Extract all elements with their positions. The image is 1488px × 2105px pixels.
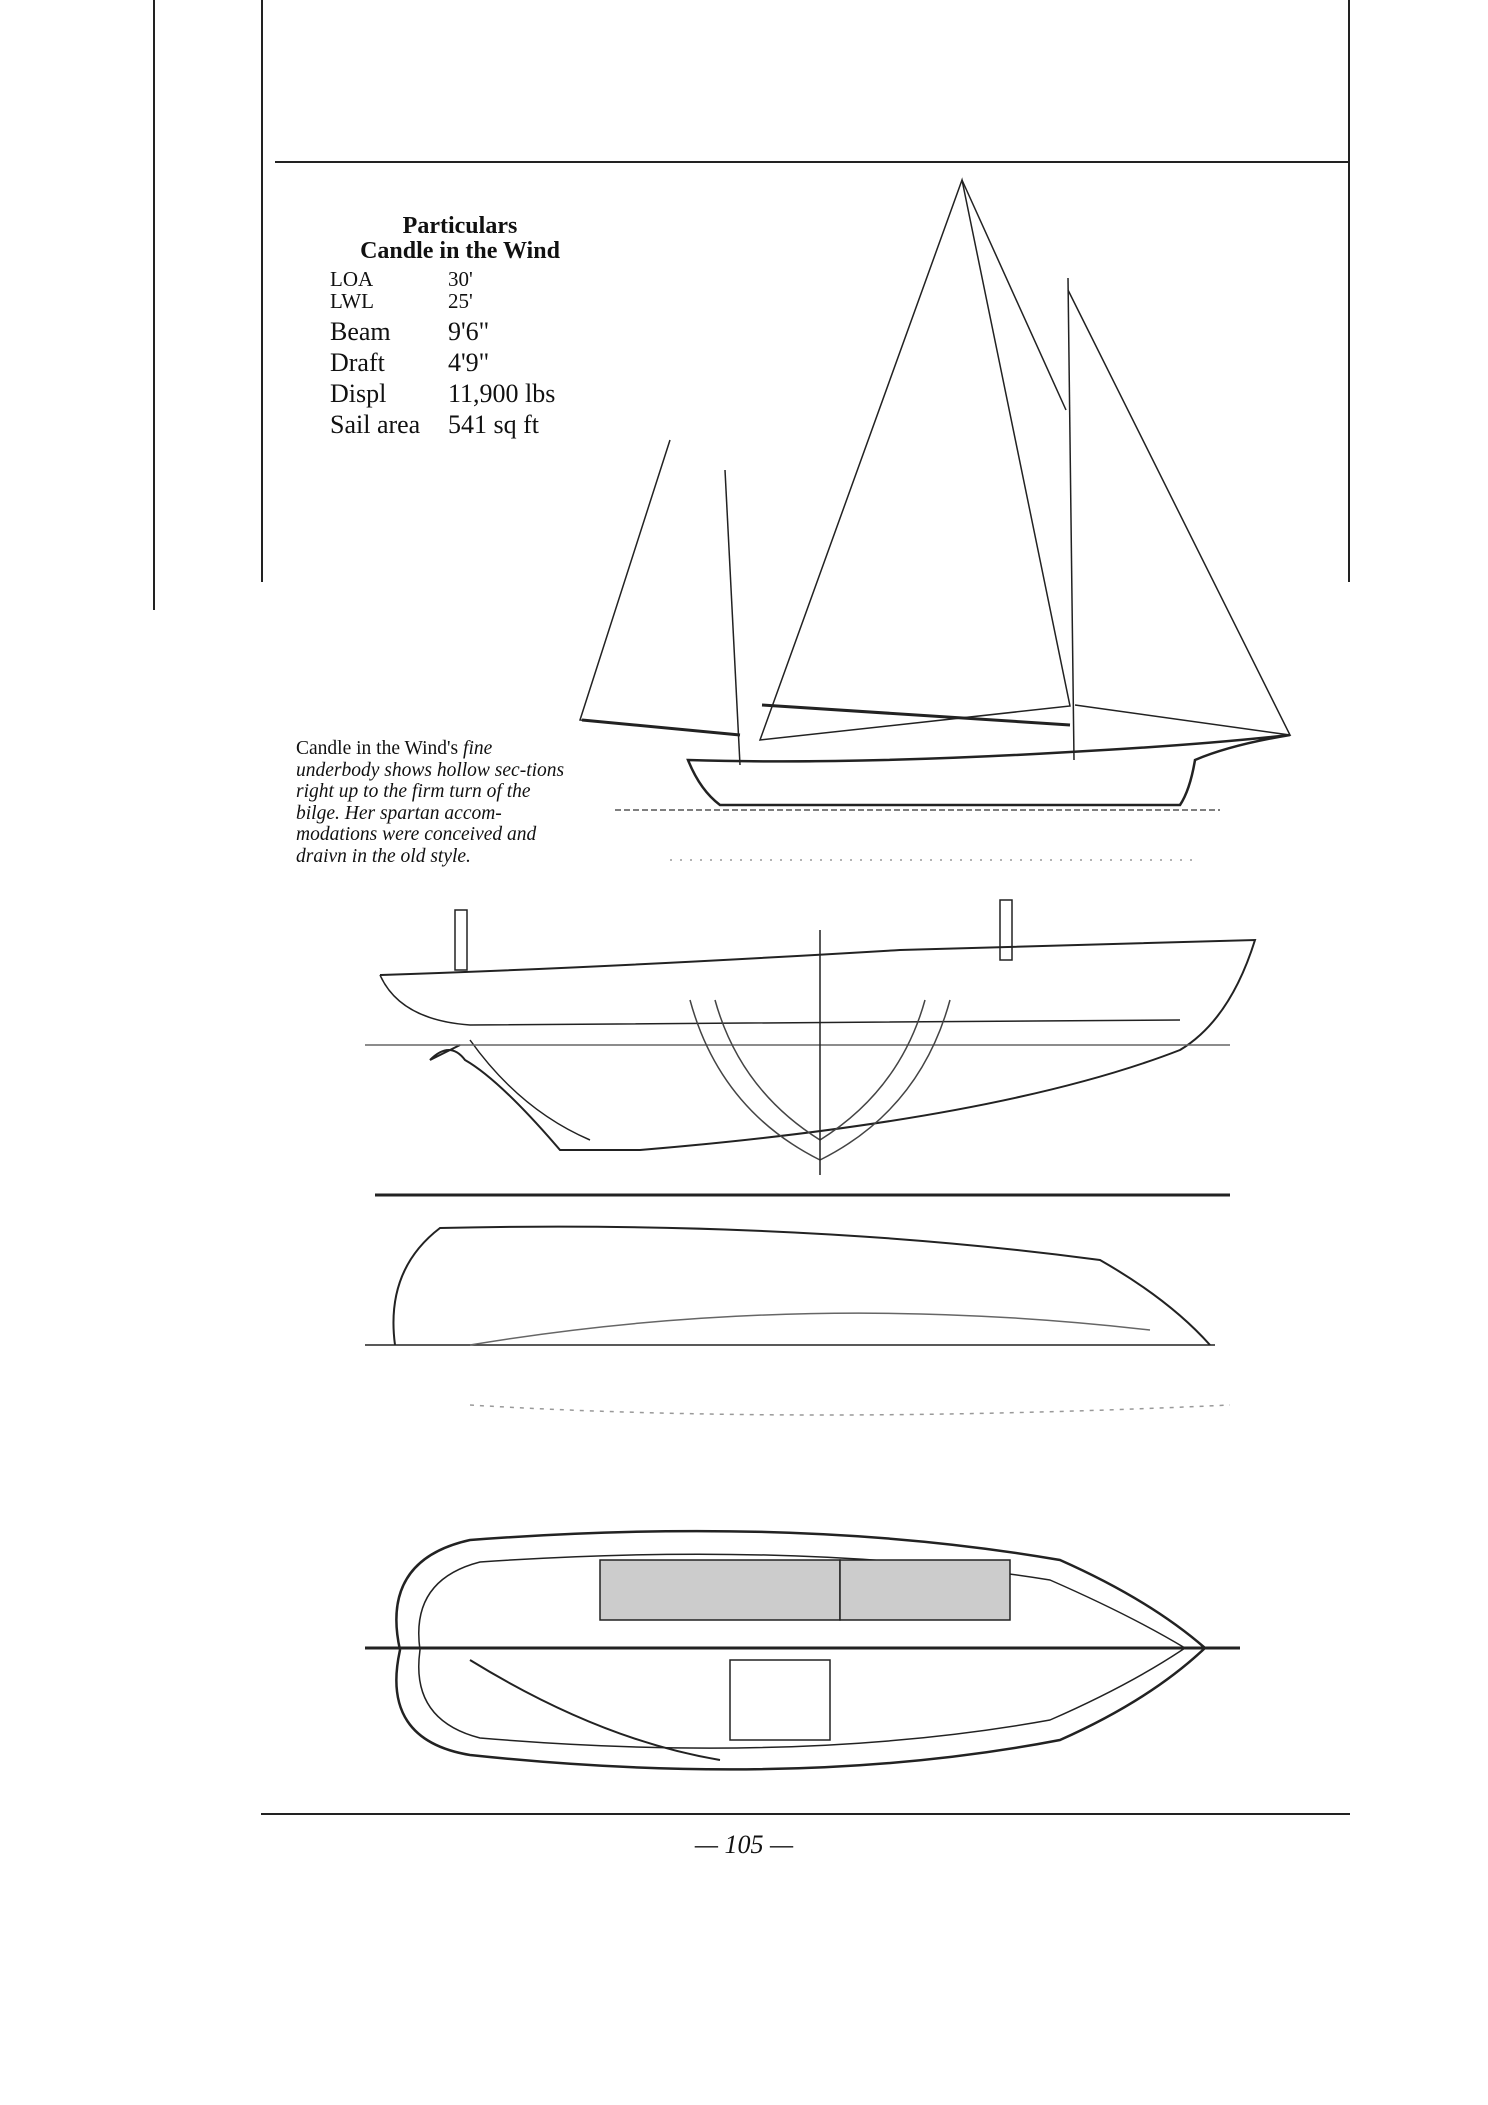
spec-value: 4'9" bbox=[448, 348, 490, 377]
left-margin-line bbox=[153, 0, 155, 610]
footer-rule bbox=[261, 1813, 1350, 1815]
spec-label: Displ bbox=[330, 379, 387, 408]
spec-row: Displ 11,900 lbs bbox=[330, 378, 590, 409]
right-margin-line bbox=[1348, 0, 1350, 582]
spec-value: 541 sq ft bbox=[448, 410, 539, 439]
sail-plan-drawing bbox=[579, 177, 1292, 861]
spec-label: LWL bbox=[330, 289, 374, 313]
spec-row: Draft 4'9" bbox=[330, 347, 590, 378]
spec-row: Sail area 541 sq ft bbox=[330, 409, 590, 440]
spec-label: Draft bbox=[330, 348, 385, 377]
spec-value: 25' bbox=[448, 289, 473, 313]
spec-value: 11,900 lbs bbox=[448, 379, 556, 408]
spec-value: 30' bbox=[448, 267, 473, 291]
header-rule bbox=[275, 161, 1350, 163]
figure-caption: Candle in the Wind's fine underbody show… bbox=[296, 738, 566, 867]
accommodation-plan-drawing bbox=[365, 1529, 1240, 1771]
caption-italic: fine underbody shows hollow sec-tions ri… bbox=[296, 738, 565, 867]
spec-label: LOA bbox=[330, 267, 374, 291]
spec-row: LWL 25' bbox=[330, 290, 590, 312]
caption-lead: Candle in the Wind's bbox=[296, 738, 464, 759]
spec-value: 9'6" bbox=[448, 317, 490, 346]
spec-row: Beam 9'6" bbox=[330, 316, 590, 347]
page-number: — 105 — bbox=[694, 1830, 794, 1859]
spec-label: Beam bbox=[330, 317, 391, 346]
spec-row: LOA 30' bbox=[330, 268, 590, 290]
spec-label: Sail area bbox=[330, 410, 421, 439]
inner-margin-line bbox=[261, 0, 263, 582]
boat-name: Candle in the Wind bbox=[360, 238, 560, 264]
lines-plan-drawing bbox=[365, 899, 1257, 1416]
particulars-table: Particulars Candle in the Wind LOA 30' LW… bbox=[330, 214, 590, 440]
particulars-heading: Particulars bbox=[402, 213, 518, 239]
